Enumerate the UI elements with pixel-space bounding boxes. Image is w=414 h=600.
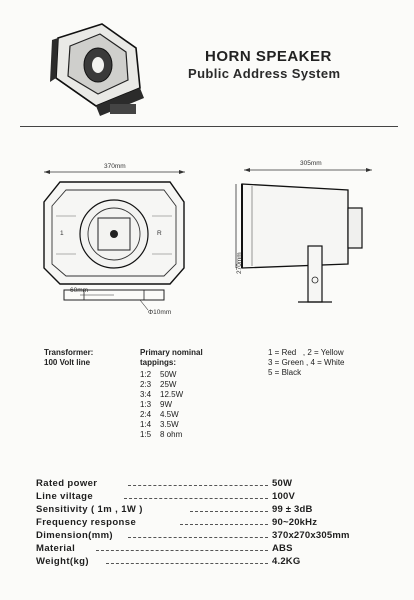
spec-value-dimension: 370x270x305mm <box>272 530 350 541</box>
spec-leader <box>124 498 268 499</box>
spec-leader <box>96 550 268 551</box>
spec-value-frequency-response: 90~20kHz <box>272 517 318 528</box>
side-view-drawing <box>235 168 372 303</box>
spec-label-line-voltage: Line viltage <box>36 491 94 502</box>
spec-leader <box>128 537 268 538</box>
transformer-line: 100 Volt line <box>44 358 91 367</box>
hole-dimension: Φ10mm <box>148 309 172 316</box>
spec-leader <box>128 485 268 486</box>
spec-leader <box>106 563 268 564</box>
spec-label-frequency-response: Frequency response <box>36 517 137 528</box>
tappings-subheading: tappings: <box>140 358 176 367</box>
tappings-heading: Primary nominal <box>140 348 203 357</box>
height-dimension: 270mm <box>236 252 243 274</box>
header-divider <box>20 126 398 127</box>
wire-color-line-2: 3 = Green , 4 = White <box>268 358 345 367</box>
spec-value-sensitivity: 99 ± 3dB <box>272 504 313 515</box>
front-tap-right: R <box>157 230 162 237</box>
spec-label-material: Material <box>36 543 76 554</box>
side-depth-dimension: 305mm <box>300 160 322 167</box>
wire-color-line-3: 5 = Black <box>268 368 302 377</box>
spec-label-sensitivity: Sensitivity ( 1m , 1W ) <box>36 504 143 515</box>
horn-speaker-illustration <box>50 23 144 116</box>
spec-label-dimension: Dimension(mm) <box>36 530 113 541</box>
spec-leader <box>180 524 268 525</box>
spec-value-weight: 4.2KG <box>272 556 301 567</box>
page-title: HORN SPEAKER <box>205 48 332 65</box>
spec-leader <box>190 511 268 512</box>
bracket-width-dimension: 60mm <box>70 287 89 294</box>
spec-label-weight: Weight(kg) <box>36 556 89 567</box>
spec-label-rated-power: Rated power <box>36 478 98 489</box>
front-width-dimension: 370mm <box>104 163 126 170</box>
front-tap-left: 1 <box>60 230 64 237</box>
transformer-label: Transformer: <box>44 348 94 357</box>
spec-value-rated-power: 50W <box>272 478 293 489</box>
spec-value-line-voltage: 100V <box>272 491 295 502</box>
wire-color-line-1: 1 = Red , 2 = Yellow <box>268 348 344 357</box>
spec-value-material: ABS <box>272 543 293 554</box>
page-subtitle: Public Address System <box>188 66 341 81</box>
front-view-drawing <box>43 170 185 311</box>
